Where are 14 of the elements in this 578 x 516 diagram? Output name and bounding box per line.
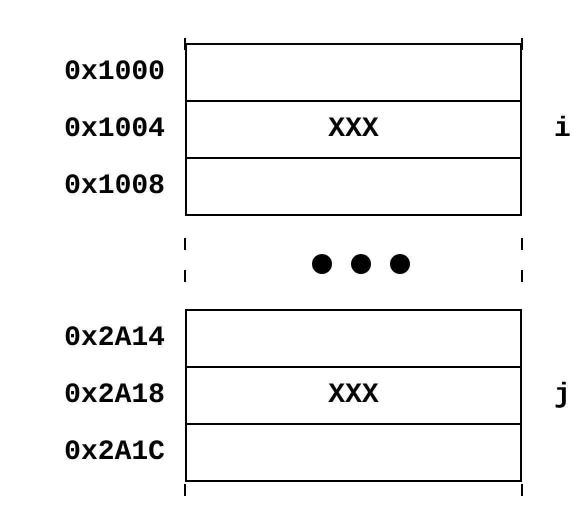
variable-name: j — [554, 379, 571, 413]
memory-address: 0x1004 — [64, 113, 165, 147]
memory-address: 0x2A14 — [64, 322, 165, 356]
empty-memory-cell — [185, 43, 522, 102]
memory-address: 0x1000 — [64, 56, 165, 90]
memory-cell: XXX — [185, 366, 522, 425]
memory-cell: XXX — [185, 100, 522, 159]
empty-memory-cell — [185, 309, 522, 368]
memory-address: 0x2A18 — [64, 379, 165, 413]
memory-address: 0x1008 — [64, 170, 165, 204]
memory-address: 0x2A1C — [64, 436, 165, 470]
variable-name: i — [554, 113, 571, 147]
empty-memory-cell — [185, 423, 522, 482]
empty-memory-cell — [185, 157, 522, 216]
